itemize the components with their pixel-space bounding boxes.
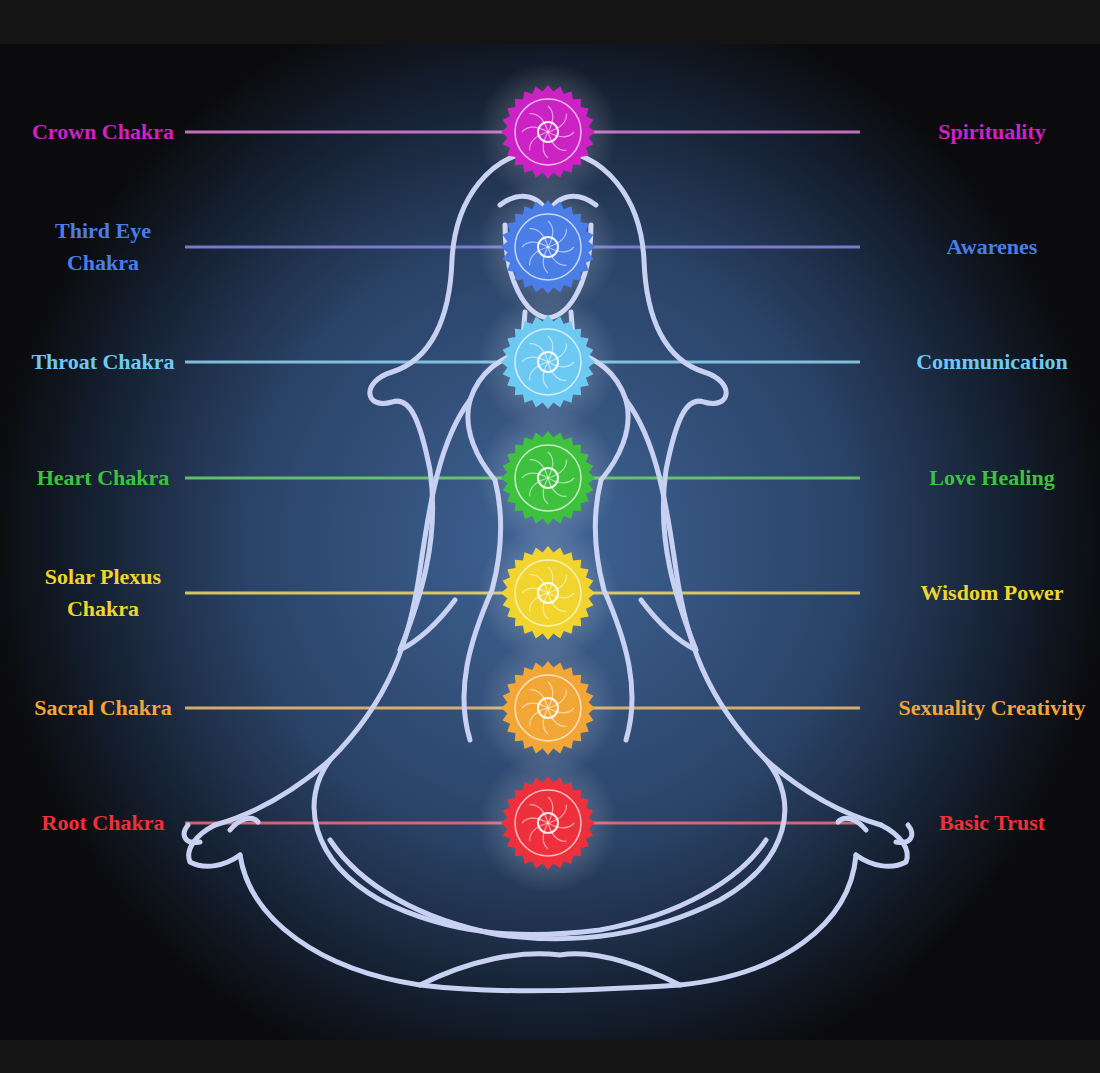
chakra-name: Root Chakra [28, 807, 178, 839]
chakra-petal [522, 473, 548, 478]
chakra-petal [548, 106, 553, 132]
chakra-petal [548, 452, 553, 478]
chakra-lotus [501, 315, 595, 409]
chakra-meaning: Sexuality Creativity [897, 692, 1087, 724]
chakra-seed [538, 237, 558, 257]
chakra-seed [538, 352, 558, 372]
chakra-petal [543, 708, 548, 734]
chakra-petal [548, 247, 574, 252]
chakra-petal [548, 478, 574, 483]
chakra-petal [522, 588, 548, 593]
chakra-meaning: Basic Trust [897, 807, 1087, 839]
chakra-petal [548, 593, 574, 598]
chakra-seed [538, 698, 558, 718]
chakra-petal [548, 567, 553, 593]
arm [626, 400, 881, 825]
chakra-petal [543, 823, 548, 849]
chakra-lines [185, 132, 860, 823]
chakra-lotus [501, 776, 595, 870]
meditating-figure [184, 150, 912, 991]
chakra-seed [538, 468, 558, 488]
legs [330, 760, 785, 939]
hand [838, 818, 912, 866]
chakra-symbols [478, 62, 618, 893]
chakra-meaning: Love Healing [897, 462, 1087, 494]
chakra-seed [538, 813, 558, 833]
chakra-ring [515, 99, 581, 165]
chakra-petal [548, 362, 574, 367]
bottom-bar [0, 1040, 1100, 1073]
chakra-seed [538, 122, 558, 142]
chakra-petal [543, 247, 548, 273]
chakra-name: Sacral Chakra [28, 692, 178, 724]
chakra-lotus [501, 661, 595, 755]
chakra-petal [543, 478, 548, 504]
chakra-meaning: Awarenes [897, 231, 1087, 263]
chakra-ring [515, 329, 581, 395]
chakra-petal [543, 132, 548, 158]
chakra-seed [538, 583, 558, 603]
chakra-petal [522, 127, 548, 132]
chakra-name: Throat Chakra [28, 346, 178, 378]
chakra-ring [515, 675, 581, 741]
chakra-ring [515, 790, 581, 856]
feet [420, 954, 680, 985]
chakra-petal [543, 593, 548, 619]
chakra-petal [548, 221, 553, 247]
chakra-meaning: Spirituality [897, 116, 1087, 148]
arm [215, 400, 470, 825]
chakra-petal [548, 797, 553, 823]
chakra-petal [548, 132, 574, 137]
chakra-petal [548, 823, 574, 828]
chakra-lotus [501, 200, 595, 294]
chakra-petal [522, 242, 548, 247]
chakra-ring [515, 214, 581, 280]
chakra-petal [522, 818, 548, 823]
chakra-name: Crown Chakra [28, 116, 178, 148]
chakra-lotus [501, 546, 595, 640]
chakra-name: Solar Plexus Chakra [28, 561, 178, 625]
chakra-meaning: Wisdom Power [897, 577, 1087, 609]
chakra-petal [522, 357, 548, 362]
chakra-lotus [501, 85, 595, 179]
top-bar [0, 0, 1100, 44]
chakra-petal [548, 682, 553, 708]
chakra-ring [515, 560, 581, 626]
chakra-glow [478, 753, 618, 893]
chakra-name: Third Eye Chakra [28, 215, 178, 279]
chakra-petal [548, 708, 574, 713]
chakra-petal [548, 336, 553, 362]
chakra-name: Heart Chakra [28, 462, 178, 494]
chakra-meaning: Communication [897, 346, 1087, 378]
chakra-ring [515, 445, 581, 511]
chakra-petal [543, 362, 548, 388]
chakra-lotus [501, 431, 595, 525]
chakra-petal [522, 703, 548, 708]
hand [184, 818, 258, 866]
